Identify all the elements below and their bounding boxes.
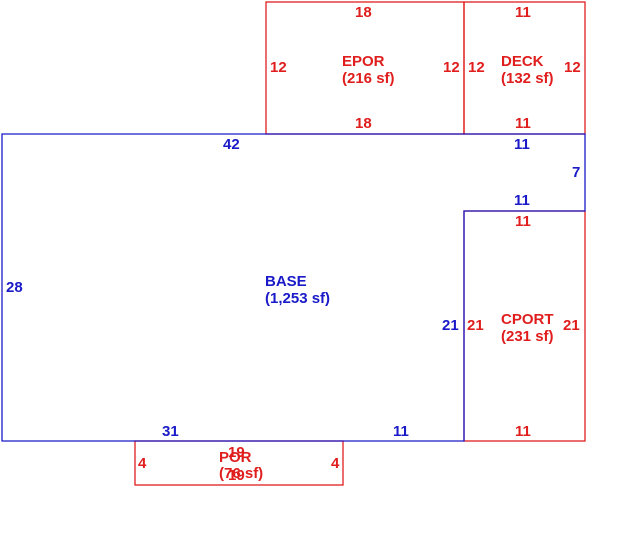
epor-name-label: EPOR bbox=[342, 53, 385, 70]
base-area-label: (1,253 sf) bbox=[265, 290, 330, 307]
epor-dim-top: 18 bbox=[355, 4, 372, 21]
por-dim-top: 19 bbox=[228, 444, 245, 461]
deck-dim-left: 12 bbox=[468, 59, 485, 76]
por-area-label: (76 sf) bbox=[219, 465, 263, 482]
deck-dim-bottom: 11 bbox=[515, 115, 531, 132]
base-dim-right: 21 bbox=[442, 317, 459, 334]
base-dim-bottom-left: 31 bbox=[162, 423, 179, 440]
cport-area-label: (231 sf) bbox=[501, 328, 554, 345]
por-dim-left: 4 bbox=[138, 455, 147, 472]
base-dim-top-left: 42 bbox=[223, 136, 240, 153]
base-outline bbox=[1, 133, 586, 442]
epor-dim-left: 12 bbox=[270, 59, 287, 76]
cport-dim-left: 21 bbox=[467, 317, 484, 334]
base-dim-top-right: 11 bbox=[514, 136, 530, 153]
cport-dim-top: 11 bbox=[515, 213, 531, 230]
deck-area-label: (132 sf) bbox=[501, 70, 554, 87]
base-name-label: BASE bbox=[265, 273, 307, 290]
cport-name-label: CPORT bbox=[501, 311, 554, 328]
epor-dim-bottom: 18 bbox=[355, 115, 372, 132]
base-dim-bottom-right: 11 bbox=[393, 423, 409, 440]
deck-dim-top: 11 bbox=[515, 4, 531, 21]
base-dim-notch: 7 bbox=[572, 164, 580, 181]
epor-dim-right: 12 bbox=[443, 59, 460, 76]
por-dim-bottom: 19 bbox=[228, 467, 245, 484]
por-dim-right: 4 bbox=[331, 455, 340, 472]
deck-dim-right: 12 bbox=[564, 59, 581, 76]
cport-dim-bottom: 11 bbox=[515, 423, 531, 440]
epor-area-label: (216 sf) bbox=[342, 70, 395, 87]
por-name-label: POR bbox=[219, 449, 252, 466]
deck-name-label: DECK bbox=[501, 53, 544, 70]
cport-dim-right: 21 bbox=[563, 317, 580, 334]
base-dim-left: 28 bbox=[6, 279, 23, 296]
base-dim-notch-top: 11 bbox=[514, 192, 530, 209]
